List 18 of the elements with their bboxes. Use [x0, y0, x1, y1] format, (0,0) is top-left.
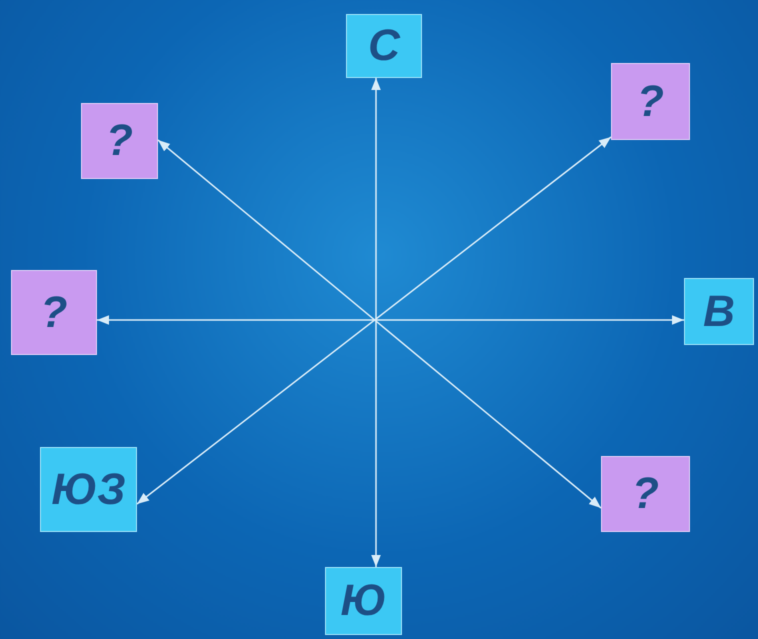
- direction-letter: В: [703, 290, 735, 334]
- direction-letter: ?: [632, 472, 659, 516]
- direction-label-box: [325, 567, 402, 635]
- direction-label-box: [601, 456, 690, 532]
- direction-letter: ЮЗ: [51, 468, 126, 512]
- direction-letter: ?: [637, 80, 664, 124]
- direction-letter: Ю: [340, 579, 386, 623]
- direction-label-box: [346, 14, 422, 78]
- direction-letter: ?: [40, 290, 68, 334]
- direction-letter: ?: [106, 119, 133, 163]
- direction-label-box: [81, 103, 158, 179]
- arrow: [371, 78, 381, 567]
- arrow: [97, 315, 684, 325]
- direction-label-box: [611, 63, 690, 140]
- direction-label-box: [40, 447, 137, 532]
- direction-letter: С: [368, 24, 400, 68]
- direction-label-box: [684, 278, 754, 345]
- direction-label-box: [11, 270, 97, 355]
